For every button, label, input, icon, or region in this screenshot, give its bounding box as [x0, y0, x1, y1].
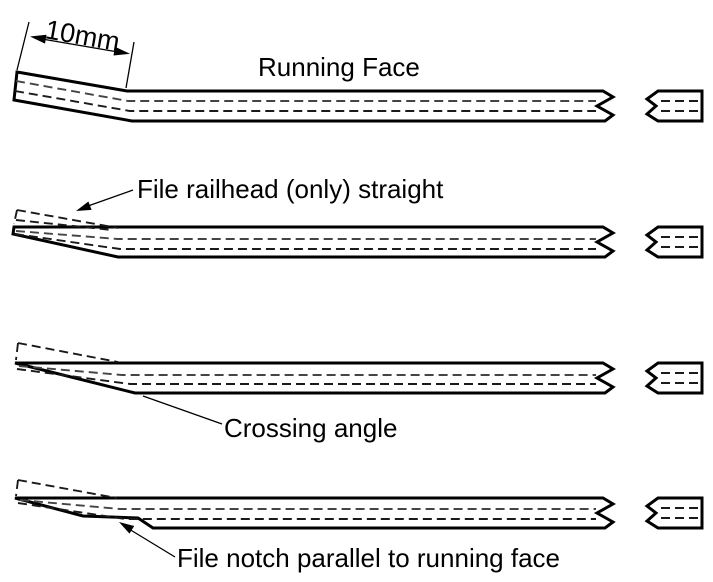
rail-3-break-piece	[644, 361, 704, 395]
rail-4-break-piece	[644, 496, 704, 530]
break-piece-dash	[661, 372, 699, 384]
break-piece-outline	[644, 361, 704, 395]
rail-2-ghost-head	[13, 209, 119, 231]
crossing-angle-label: Crossing angle	[224, 413, 397, 443]
rail-2-web-dash-b	[14, 233, 596, 250]
rail-3-callout: Crossing angle	[142, 395, 397, 443]
rail-4-callout: File notch parallel to running face	[119, 522, 560, 573]
break-piece-dash	[661, 507, 699, 519]
break-piece-dash	[661, 100, 699, 112]
rail-4-notch-filed: File notch parallel to running face	[14, 479, 704, 573]
file-railhead-label: File railhead (only) straight	[137, 174, 444, 204]
break-piece-outline	[644, 496, 704, 530]
rail-1-web-dash	[14, 90, 596, 112]
rail-4-web-dash-a	[19, 499, 596, 510]
rail-4-profile	[14, 496, 616, 530]
rail-2-railhead-filed: File railhead (only) straight	[11, 174, 704, 259]
rail-1-break-piece	[644, 89, 704, 123]
break-piece-outline	[644, 89, 704, 123]
rail-3-leader-line	[142, 395, 223, 425]
rail-3-ghost-head	[15, 342, 119, 363]
dimension-line	[41, 38, 119, 53]
dimension-arrowhead-left	[30, 34, 47, 44]
rail-4-leader-arrowhead	[119, 522, 135, 534]
rail-2-leader-arrowhead	[76, 201, 92, 211]
dimension-extension-left	[16, 21, 30, 71]
rail-2-leader-line	[87, 189, 134, 207]
break-piece-outline	[644, 225, 704, 259]
rail-2-web-dash-a	[15, 230, 596, 240]
running-face-label: Running Face	[258, 52, 420, 82]
rail-2-callout: File railhead (only) straight	[76, 174, 444, 211]
rail-1-bent: 10mm Running Face	[12, 14, 704, 123]
dimension-label: 10mm	[43, 14, 122, 57]
dimension-arrowhead-right	[113, 46, 130, 56]
rail-1-profile	[12, 70, 616, 123]
rail-3-profile	[14, 361, 616, 395]
rail-3-web-dash-b	[16, 368, 596, 385]
rail-3-crossing-angle: Crossing angle	[14, 342, 704, 443]
rail-4-web-dash-b	[17, 502, 596, 520]
break-piece-dash	[661, 236, 699, 248]
rail-4-ghost-head	[15, 479, 118, 499]
rail-4-leader-line	[128, 528, 176, 558]
dimension-extension-right	[125, 41, 135, 89]
rail-2-break-piece	[644, 225, 704, 259]
rail-1-head-dash	[15, 80, 596, 102]
file-notch-label: File notch parallel to running face	[177, 543, 560, 573]
rail-2-profile	[11, 225, 616, 259]
rail-3-web-dash-a	[18, 365, 596, 376]
